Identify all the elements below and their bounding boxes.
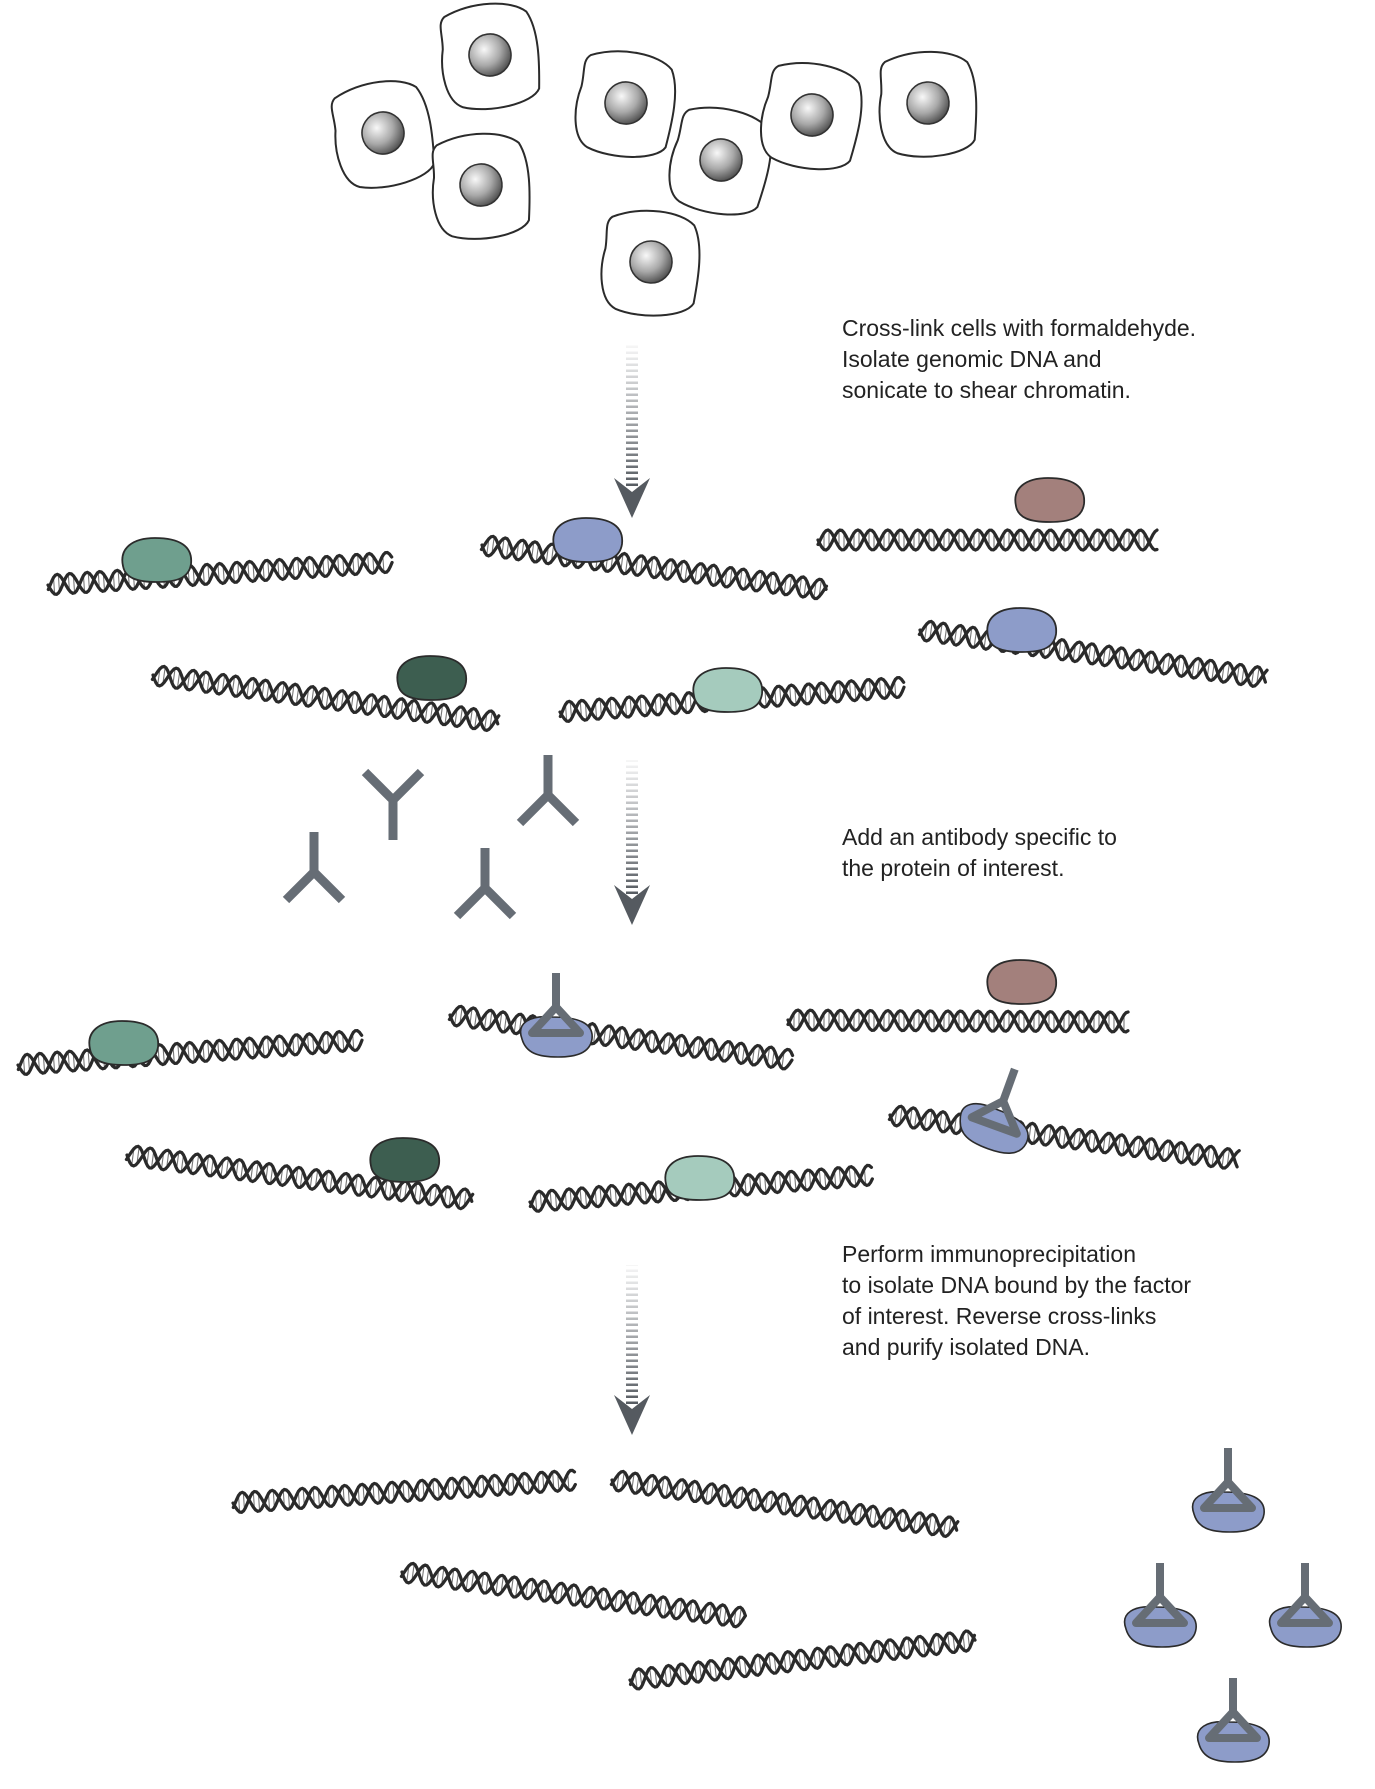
step-1-text: Cross-link cells with formaldehyde. Isol…	[842, 313, 1196, 406]
chromatin-fragment	[150, 655, 501, 733]
purified-dna-fragment	[399, 1561, 747, 1629]
dna-helix-icon	[447, 1004, 795, 1071]
dna-binding-protein-icon	[986, 959, 1057, 1005]
chromatin-fragment	[917, 607, 1269, 688]
cell-icon	[574, 50, 677, 158]
step-2-text: Add an antibody specific to the protein …	[842, 822, 1117, 884]
step-3-line: to isolate DNA bound by the factor	[842, 1272, 1192, 1298]
antibody-icon	[516, 755, 580, 827]
purified-complex-group	[1123, 1448, 1342, 1763]
cell-icon	[330, 80, 436, 189]
antibody-protein-complex-icon	[1268, 1563, 1342, 1648]
dna-helix-icon	[16, 1029, 364, 1076]
antibody-protein-complex-icon	[1196, 1678, 1270, 1763]
step-3-text: Perform immunoprecipitation to isolate D…	[842, 1239, 1191, 1363]
dna-helix-icon	[479, 534, 829, 601]
dna-binding-protein-icon	[369, 1137, 440, 1183]
dna-binding-protein-icon	[552, 517, 623, 563]
step-3-line: of interest. Reverse cross-links	[842, 1303, 1157, 1329]
step-2-line: Add an antibody specific to	[842, 824, 1117, 850]
step-3-line: and purify isolated DNA.	[842, 1334, 1091, 1360]
dna-binding-protein-icon	[692, 667, 763, 713]
dna-binding-protein-icon	[664, 1155, 735, 1201]
step-3-line: Perform immunoprecipitation	[842, 1241, 1137, 1267]
antibody-protein-complex-icon	[1191, 1448, 1265, 1533]
dna-binding-protein-icon	[1014, 477, 1085, 523]
process-arrow-icon	[614, 1265, 650, 1435]
step-1-line: Isolate genomic DNA and	[842, 346, 1102, 372]
cell-group	[330, 2, 978, 317]
dna-helix-icon	[816, 528, 1159, 552]
cell-icon	[668, 106, 773, 216]
process-arrow-icon	[614, 760, 650, 925]
step-1-line: sonicate to shear chromatin.	[842, 377, 1131, 403]
dna-binding-protein-icon	[88, 1020, 159, 1066]
dna-helix-icon	[46, 550, 394, 597]
dna-helix-icon	[917, 619, 1269, 688]
process-arrow-icon	[614, 345, 650, 518]
cell-icon	[431, 132, 531, 240]
antibody-group	[282, 755, 580, 920]
dna-helix-icon	[124, 1144, 475, 1211]
cell-icon	[439, 2, 541, 111]
dna-helix-icon	[609, 1469, 960, 1539]
dna-helix-icon	[786, 1008, 1130, 1034]
step-1-line: Cross-link cells with formaldehyde.	[842, 315, 1197, 341]
antibody-protein-complex-icon	[519, 973, 593, 1058]
dna-helix-icon	[399, 1561, 747, 1629]
cell-icon	[760, 62, 863, 171]
purified-dna-fragment	[628, 1629, 977, 1691]
dna-helix-icon	[150, 664, 501, 733]
dna-helix-icon	[231, 1468, 577, 1515]
antibody-icon	[361, 768, 425, 840]
chromatin-fragment	[887, 1067, 1241, 1170]
chromatin-fragment	[479, 517, 829, 601]
chromatin-fragment	[124, 1137, 475, 1211]
purified-dna-fragment	[231, 1468, 577, 1515]
antibody-icon	[453, 848, 517, 920]
process-arrows	[614, 345, 650, 1435]
antibody-protein-complex-icon	[1123, 1563, 1197, 1648]
chromatin-fragment	[16, 1020, 364, 1076]
chromatin-fragments	[16, 477, 1269, 1691]
dna-binding-protein-icon	[121, 537, 192, 583]
dna-binding-protein-icon	[396, 655, 467, 701]
dna-binding-protein-icon	[986, 607, 1057, 653]
dna-helix-icon	[628, 1629, 977, 1691]
dna-helix-icon	[887, 1104, 1241, 1170]
chromatin-fragment	[528, 1155, 874, 1213]
cell-icon	[600, 209, 701, 317]
chromatin-fragment	[447, 973, 795, 1071]
chromatin-fragment	[786, 959, 1130, 1034]
chromatin-fragment	[46, 537, 394, 597]
chromatin-fragment	[816, 477, 1159, 552]
purified-dna-fragment	[609, 1469, 960, 1539]
chromatin-fragment	[558, 667, 906, 723]
antibody-protein-complex-icon	[959, 1067, 1029, 1154]
step-2-line: the protein of interest.	[842, 855, 1065, 881]
antibody-icon	[282, 832, 346, 904]
cell-icon	[878, 50, 978, 158]
